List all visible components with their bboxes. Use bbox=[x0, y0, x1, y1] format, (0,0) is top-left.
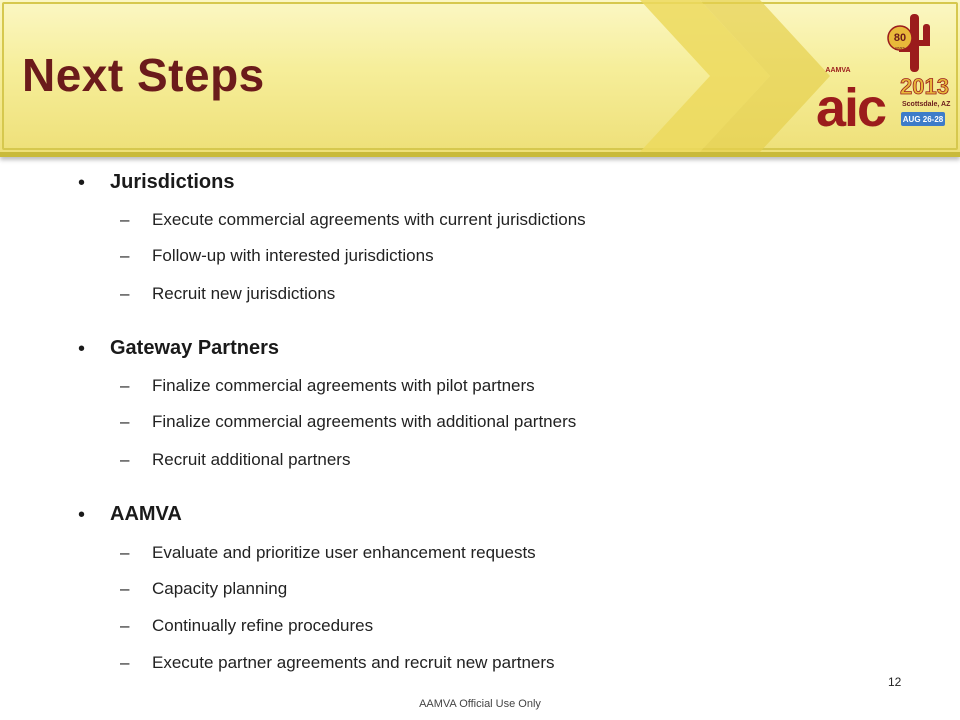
footer-classification: AAMVA Official Use Only bbox=[419, 698, 541, 710]
list-item: – Recruit new jurisdictions bbox=[120, 284, 335, 304]
header-frame bbox=[2, 2, 958, 150]
list-item-text: Follow-up with interested jurisdictions bbox=[152, 246, 434, 265]
section-heading: Gateway Partners bbox=[110, 337, 279, 359]
dash-glyph: – bbox=[120, 284, 130, 303]
list-item: – Continually refine procedures bbox=[120, 616, 373, 636]
list-item: – Recruit additional partners bbox=[120, 450, 350, 470]
dash-glyph: – bbox=[120, 653, 130, 672]
list-item: – Execute partner agreements and recruit … bbox=[120, 653, 555, 673]
dash-glyph: – bbox=[120, 450, 130, 469]
dash-glyph: – bbox=[120, 412, 130, 431]
dash-glyph: – bbox=[120, 246, 130, 265]
list-item-text: Recruit additional partners bbox=[152, 450, 351, 469]
list-item: – Finalize commercial agreements with pil… bbox=[120, 376, 535, 396]
list-item: – Finalize commercial agreements with add… bbox=[120, 412, 576, 432]
logo-dates: AUG 26-28 bbox=[903, 115, 944, 124]
dash-glyph: – bbox=[120, 210, 130, 229]
bullet-glyph: • bbox=[78, 504, 86, 526]
logo-event: aic bbox=[816, 78, 886, 138]
list-item: – Capacity planning bbox=[120, 579, 287, 599]
list-item-text: Continually refine procedures bbox=[152, 616, 374, 635]
logo-badge: 80 bbox=[894, 32, 906, 44]
list-item-text: Execute commercial agreements with curre… bbox=[152, 210, 586, 229]
slide-header: Next Steps 80 years AAMVA aic 2013 Scott… bbox=[0, 0, 960, 157]
bullet-glyph: • bbox=[78, 338, 86, 360]
slide-title: Next Steps bbox=[22, 49, 265, 101]
dash-glyph: – bbox=[120, 579, 130, 598]
list-item-text: Finalize commercial agreements with addi… bbox=[152, 412, 577, 431]
dash-glyph: – bbox=[120, 376, 130, 395]
header-chevron-decoration bbox=[640, 0, 830, 152]
list-item: – Follow-up with interested jurisdictions bbox=[120, 246, 434, 266]
bullet-glyph: • bbox=[78, 172, 86, 194]
list-item-text: Capacity planning bbox=[152, 579, 288, 598]
logo-year: 2013 bbox=[900, 74, 949, 99]
section-heading: AAMVA bbox=[110, 503, 182, 525]
dash-glyph: – bbox=[120, 543, 130, 562]
section-heading: Jurisdictions bbox=[110, 171, 235, 193]
list-item-text: Recruit new jurisdictions bbox=[152, 284, 336, 303]
logo-location: Scottsdale, AZ bbox=[902, 101, 951, 108]
page-number: 12 bbox=[888, 675, 902, 689]
list-item-text: Finalize commercial agreements with pilo… bbox=[152, 376, 535, 395]
list-item-text: Execute partner agreements and recruit n… bbox=[152, 653, 555, 672]
aic-2013-logo: 80 years AAMVA aic 2013 Scottsdale, AZ A… bbox=[816, 14, 951, 138]
list-item-text: Evaluate and prioritize user enhancement… bbox=[152, 543, 536, 562]
logo-org: AAMVA bbox=[825, 67, 850, 74]
list-item: – Evaluate and prioritize user enhancemen… bbox=[120, 543, 536, 563]
list-item: – Execute commercial agreements with curr… bbox=[120, 210, 586, 230]
dash-glyph: – bbox=[120, 616, 130, 635]
logo-badge-sub: years bbox=[895, 45, 905, 50]
